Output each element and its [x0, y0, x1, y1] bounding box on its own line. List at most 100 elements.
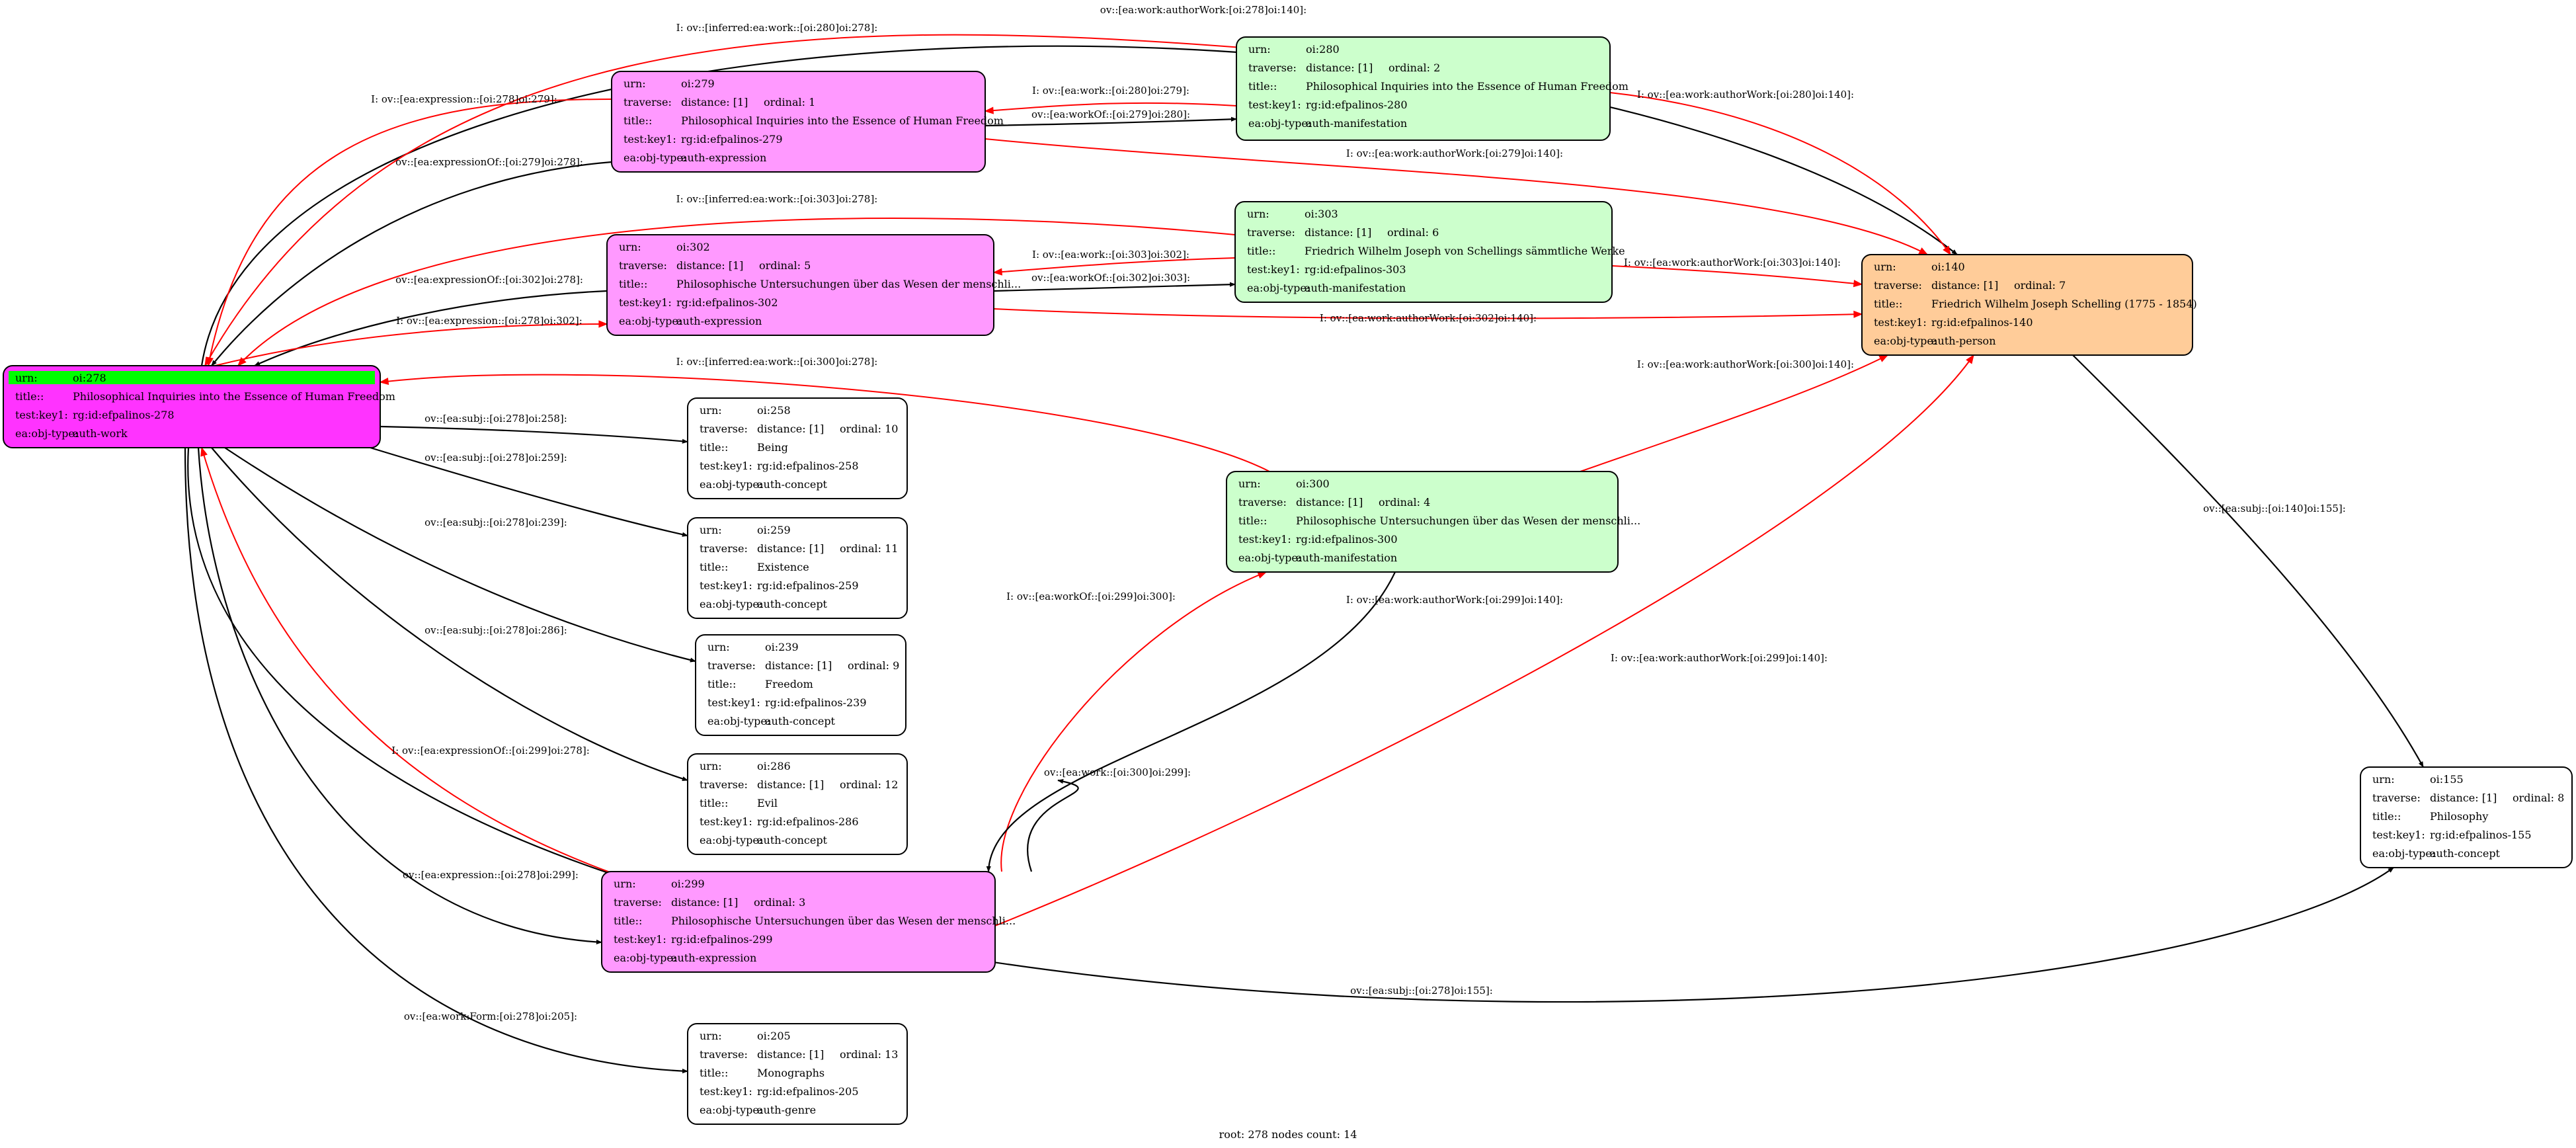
edge-e13: ov::[ea:workOf::[oi:302]oi:303]: — [993, 272, 1236, 292]
edge-e25: I: ov::[ea:work:authorWork:[oi:299]oi:14… — [986, 571, 1563, 872]
node-field-key: test:key1: — [2372, 829, 2425, 841]
edge-line — [1027, 779, 1079, 872]
edge-label: I: ov::[ea:expressionOf::[oi:299]oi:278]… — [391, 745, 590, 757]
node-field-ordinal: ordinal: 2 — [1389, 62, 1440, 74]
node-box — [606, 234, 994, 336]
edge-e19: ov::[ea:subj::[oi:278]oi:259]: — [370, 446, 688, 537]
node-field-key: title:: — [1874, 298, 1902, 310]
node-field-key: test:key1: — [15, 409, 68, 421]
edge-label: ov::[ea:subj::[oi:140]oi:155]: — [2203, 503, 2346, 514]
edge-label: ov::[ea:expressionOf::[oi:302]oi:278]: — [395, 274, 583, 286]
edge-line — [211, 161, 612, 366]
node-field-value: distance: [1] — [757, 542, 824, 555]
node-field-value: distance: [1] — [1296, 496, 1363, 509]
node-field-ordinal: ordinal: 1 — [764, 96, 815, 108]
node-field-value: distance: [1] — [765, 659, 832, 672]
node-field-value: auth-concept — [765, 715, 836, 727]
edge-e9: I: ov::[inferred:ea:work::[oi:303]oi:278… — [237, 193, 1236, 367]
node-box — [687, 753, 908, 855]
node-field-key: title:: — [707, 678, 736, 690]
edge-e17: I: ov::[ea:work:authorWork:[oi:300]oi:14… — [1580, 354, 1889, 472]
node-field-key: traverse: — [700, 778, 748, 791]
node-field-value: Existence — [757, 561, 809, 573]
edge-e29: ov::[ea:subj::[oi:278]oi:155]: — [187, 447, 2394, 1003]
edge-label: ov::[ea:expression::[oi:278]oi:299]: — [403, 869, 579, 881]
edge-line — [986, 571, 1396, 872]
node-field-value: oi:259 — [757, 524, 791, 536]
node-field-key: traverse: — [1238, 496, 1287, 509]
node-field-value: rg:id:efpalinos-302 — [676, 296, 778, 309]
edge-line — [993, 308, 1863, 319]
node-box — [687, 397, 908, 499]
edge-line — [214, 320, 608, 366]
node-field-value: auth-manifestation — [1305, 282, 1406, 294]
node-field-key: traverse: — [1874, 279, 1922, 292]
edge-label: ov::[ea:subj::[oi:278]oi:155]: — [1350, 985, 1493, 997]
node-field-value: oi:286 — [757, 760, 791, 772]
edge-line — [187, 447, 2394, 1003]
node-field-key: test:key1: — [707, 696, 760, 709]
node-field-key: title:: — [700, 441, 728, 454]
edge-e14: I: ov::[ea:work:authorWork:[oi:303]oi:14… — [1611, 257, 1863, 288]
edge-e20: ov::[ea:subj::[oi:278]oi:239]: — [224, 447, 696, 663]
edge-e27: I: ov::[ea:work:authorWork:[oi:299]oi:14… — [994, 354, 1974, 926]
edge-e18: ov::[ea:subj::[oi:278]oi:258]: — [380, 413, 688, 444]
edge-line — [992, 257, 1236, 276]
edge-line — [370, 446, 688, 537]
node-field-value: oi:205 — [757, 1030, 791, 1042]
node-field-key: traverse: — [700, 423, 748, 435]
edge-label: ov::[ea:workOf::[oi:279]oi:280]: — [1031, 108, 1190, 120]
edge-label: ov::[ea:subj::[oi:278]oi:258]: — [424, 413, 567, 425]
node-field-key: title:: — [619, 278, 647, 290]
edge-line — [2072, 354, 2424, 768]
node-field-key: test:key1: — [700, 460, 752, 472]
node-field-value: Friedrich Wilhelm Joseph Schelling (1775… — [1931, 298, 2197, 310]
node-field-key: title:: — [15, 390, 44, 403]
node-field-value: distance: [1] — [671, 896, 738, 909]
edge-line — [204, 34, 1242, 367]
node-field-key: traverse: — [614, 896, 662, 909]
node-field-key: title:: — [700, 797, 728, 809]
node-field-value: oi:155 — [2430, 773, 2464, 786]
node-field-key: urn: — [1248, 43, 1271, 56]
node-field-key: test:key1: — [619, 296, 672, 309]
node-field-ordinal: ordinal: 11 — [840, 542, 898, 555]
node-field-value: oi:299 — [671, 878, 705, 890]
node-field-key: ea:obj-type: — [15, 427, 78, 440]
edge-e2: I: ov::[inferred:ea:work::[oi:280]oi:278… — [204, 22, 1242, 367]
node-field-value: oi:140 — [1931, 261, 1965, 273]
edge-label: I: ov::[ea:work:authorWork:[oi:299]oi:14… — [1611, 652, 1828, 664]
node-field-key: traverse: — [700, 542, 748, 555]
node-field-key: urn: — [15, 372, 38, 384]
graph-caption: root: 278 nodes count: 14 — [1219, 1128, 1357, 1141]
node-field-value: Philosophical Inquiries into the Essence… — [681, 114, 1004, 127]
node-field-value: auth-concept — [757, 834, 828, 846]
node-field-ordinal: ordinal: 13 — [840, 1048, 898, 1061]
node-field-value: rg:id:efpalinos-279 — [681, 133, 783, 145]
edge-label: ov::[ea:workOf::[oi:302]oi:303]: — [1031, 272, 1190, 284]
node-field-key: urn: — [700, 404, 722, 417]
node-field-value: rg:id:efpalinos-140 — [1931, 316, 2033, 329]
edge-line — [200, 45, 1958, 366]
edge-line — [984, 102, 1237, 114]
edge-line — [197, 447, 602, 945]
node-box — [1236, 36, 1611, 141]
edge-label: I: ov::[ea:expression::[oi:278]oi:302]: — [396, 315, 583, 327]
node-field-key: ea:obj-type: — [700, 1104, 762, 1116]
node-field-value: rg:id:efpalinos-278 — [73, 409, 175, 421]
